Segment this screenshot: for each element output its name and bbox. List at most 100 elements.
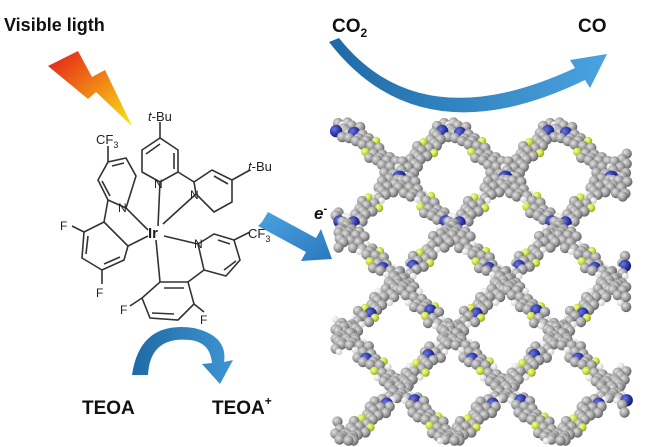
co-label: CO bbox=[578, 16, 607, 37]
framework-atom bbox=[573, 249, 584, 260]
electron-transfer-arrow bbox=[258, 212, 332, 261]
nitrogen-label-4: N bbox=[194, 237, 203, 251]
framework-atom bbox=[386, 299, 394, 307]
framework-atom bbox=[489, 271, 496, 278]
co2-to-co-arrow bbox=[329, 38, 607, 113]
framework-atom bbox=[619, 407, 630, 418]
framework-atom bbox=[506, 290, 517, 301]
framework-atom bbox=[335, 348, 343, 356]
framework-atom bbox=[356, 248, 363, 256]
teoa-oxidation-arrow bbox=[132, 326, 233, 384]
framework-atom bbox=[598, 299, 606, 307]
framework-atom bbox=[375, 265, 386, 276]
framework-atom bbox=[357, 139, 368, 150]
iridium-complex-structure: Ir t-Bu t-Bu CF3 CF3 N N N N F F F F bbox=[60, 109, 272, 327]
fluorine-label-4: F bbox=[200, 313, 207, 327]
framework-atom bbox=[334, 434, 345, 445]
framework-atom bbox=[522, 373, 530, 381]
framework-atom bbox=[612, 290, 623, 301]
co2-label: CO2 bbox=[332, 16, 368, 40]
framework-atom bbox=[450, 340, 461, 351]
framework-atom bbox=[422, 317, 434, 329]
framework-atom bbox=[463, 216, 474, 227]
cf3-label-right: CF3 bbox=[248, 226, 270, 244]
framework-atom bbox=[449, 435, 460, 446]
framework-atom bbox=[416, 287, 424, 295]
framework-atom bbox=[569, 139, 580, 150]
nitrogen-label-2: N bbox=[190, 188, 199, 202]
framework-atom bbox=[351, 346, 359, 354]
framework-atom bbox=[409, 272, 417, 280]
framework-atom bbox=[425, 421, 434, 430]
framework-atom bbox=[479, 374, 487, 382]
framework-atom bbox=[463, 139, 474, 150]
lightning-bolt-icon bbox=[48, 51, 132, 126]
framework-atom bbox=[384, 363, 392, 371]
framework-atom bbox=[587, 265, 598, 276]
framework-atom bbox=[494, 291, 506, 303]
framework-atom bbox=[373, 374, 381, 382]
framework-atom bbox=[462, 248, 469, 256]
framework-atom bbox=[515, 272, 523, 280]
framework-atom bbox=[421, 368, 430, 377]
nitrogen-label-3: N bbox=[118, 201, 127, 215]
framework-atom bbox=[555, 435, 566, 446]
teoa-label: TEOA bbox=[82, 398, 135, 419]
framework-atom bbox=[344, 340, 355, 351]
framework-atom bbox=[531, 421, 540, 430]
framework-atom bbox=[522, 287, 530, 295]
framework-atom bbox=[363, 316, 375, 328]
fluorine-label-1: F bbox=[60, 219, 67, 233]
framework-atom bbox=[414, 196, 421, 203]
cf3-label-upper-left: CF3 bbox=[96, 132, 118, 150]
iridium-atom-label: Ir bbox=[148, 225, 158, 242]
tert-butyl-label-top: t-Bu bbox=[148, 109, 172, 124]
framework-atom bbox=[481, 265, 492, 276]
framework-atom bbox=[383, 271, 390, 278]
framework-atom bbox=[568, 248, 575, 256]
framework-atom bbox=[357, 216, 368, 227]
electron-label: e- bbox=[314, 203, 327, 223]
framework-atom bbox=[467, 249, 478, 260]
framework-atom bbox=[600, 291, 612, 303]
framework-atom bbox=[457, 346, 465, 354]
framework-atom bbox=[569, 216, 580, 227]
framework-atom bbox=[370, 366, 379, 375]
nitrogen-label-1: N bbox=[154, 177, 163, 191]
framework-atom bbox=[388, 291, 400, 303]
framework-atom bbox=[563, 346, 571, 354]
framework-atom bbox=[520, 196, 527, 203]
framework-atom bbox=[590, 197, 597, 205]
framework-atom bbox=[476, 366, 485, 375]
fluorine-label-3: F bbox=[120, 303, 127, 317]
framework-atom bbox=[361, 249, 372, 260]
framework-atom bbox=[436, 437, 444, 445]
framework-atom bbox=[596, 363, 604, 371]
framework-atom bbox=[405, 191, 416, 202]
framework-atom bbox=[492, 299, 500, 307]
framework-atom bbox=[378, 197, 385, 205]
framework-atom bbox=[416, 373, 424, 381]
framework-atom bbox=[347, 242, 359, 254]
framework-atom bbox=[575, 316, 587, 328]
visible-light-label: Visible ligth bbox=[4, 15, 105, 35]
framework-atom bbox=[582, 366, 591, 375]
framework-atom bbox=[617, 191, 628, 202]
framework-atom bbox=[620, 291, 632, 303]
framework-atom bbox=[556, 340, 567, 351]
framework-atom bbox=[439, 242, 450, 253]
teoa-plus-label: TEOA+ bbox=[212, 394, 272, 419]
framework-atom bbox=[620, 301, 632, 313]
framework-atom bbox=[621, 272, 629, 280]
framework-atom bbox=[333, 242, 344, 253]
framework-atom bbox=[545, 242, 556, 253]
framework-atom bbox=[453, 242, 465, 254]
framework-atom bbox=[542, 437, 550, 445]
framework-atom bbox=[528, 317, 540, 329]
fluorine-label-2: F bbox=[96, 286, 103, 300]
framework-atom bbox=[469, 316, 481, 328]
metal-organic-framework-lattice bbox=[329, 117, 633, 446]
framework-atom bbox=[595, 271, 602, 278]
framework-atom bbox=[400, 290, 411, 301]
